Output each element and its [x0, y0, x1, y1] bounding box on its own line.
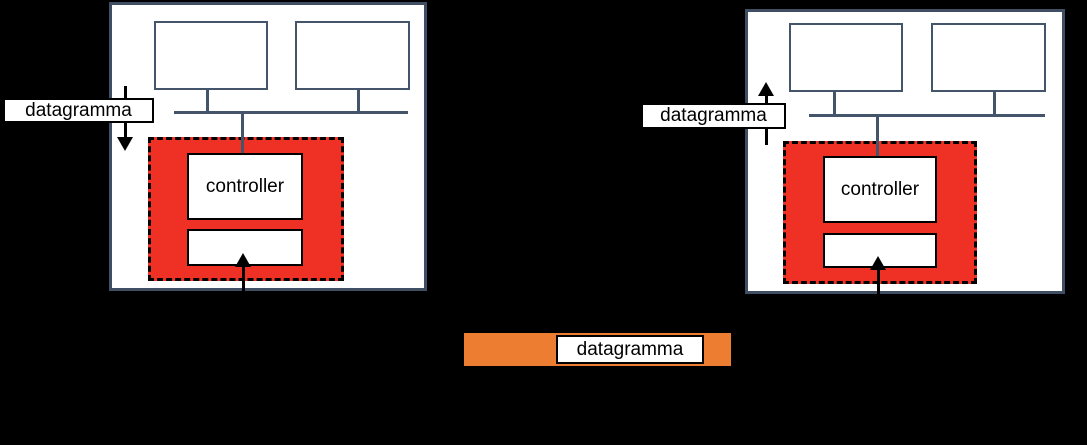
- left-terminal-stem-2: [357, 90, 360, 113]
- packet-label-text: datagramma: [576, 338, 684, 360]
- right-terminal-box-1: [789, 23, 903, 92]
- left-controller-box: controller: [187, 153, 303, 220]
- left-controller-drop-line: [241, 113, 244, 155]
- right-bus-line: [809, 114, 1045, 117]
- right-datagramma-label: datagramma: [641, 103, 786, 129]
- left-terminal-stem-1: [206, 90, 209, 113]
- left-incoming-arrow-up-icon: [235, 253, 251, 267]
- left-datagramma-label: datagramma: [3, 98, 154, 123]
- left-terminal-box-1: [154, 21, 268, 90]
- left-terminal-box-2: [295, 21, 410, 90]
- left-datagramma-label-text: datagramma: [25, 99, 132, 121]
- right-terminal-stem-1: [833, 92, 836, 116]
- right-terminal-box-2: [931, 23, 1046, 92]
- left-incoming-arrow-line: [242, 265, 245, 291]
- right-incoming-arrow-line: [877, 268, 880, 294]
- left-datagramma-arrow-down-icon: [117, 137, 133, 151]
- right-controller-label: controller: [840, 178, 920, 200]
- right-datagramma-label-text: datagramma: [660, 105, 767, 126]
- left-controller-label: controller: [205, 175, 285, 197]
- right-datagramma-arrow-up-icon: [758, 82, 774, 96]
- left-bus-line: [174, 111, 408, 114]
- right-incoming-arrow-up-icon: [870, 256, 886, 270]
- right-controller-box: controller: [823, 156, 937, 223]
- packet-label: datagramma: [556, 335, 704, 364]
- right-controller-drop-line: [876, 116, 879, 158]
- right-terminal-stem-2: [993, 92, 996, 116]
